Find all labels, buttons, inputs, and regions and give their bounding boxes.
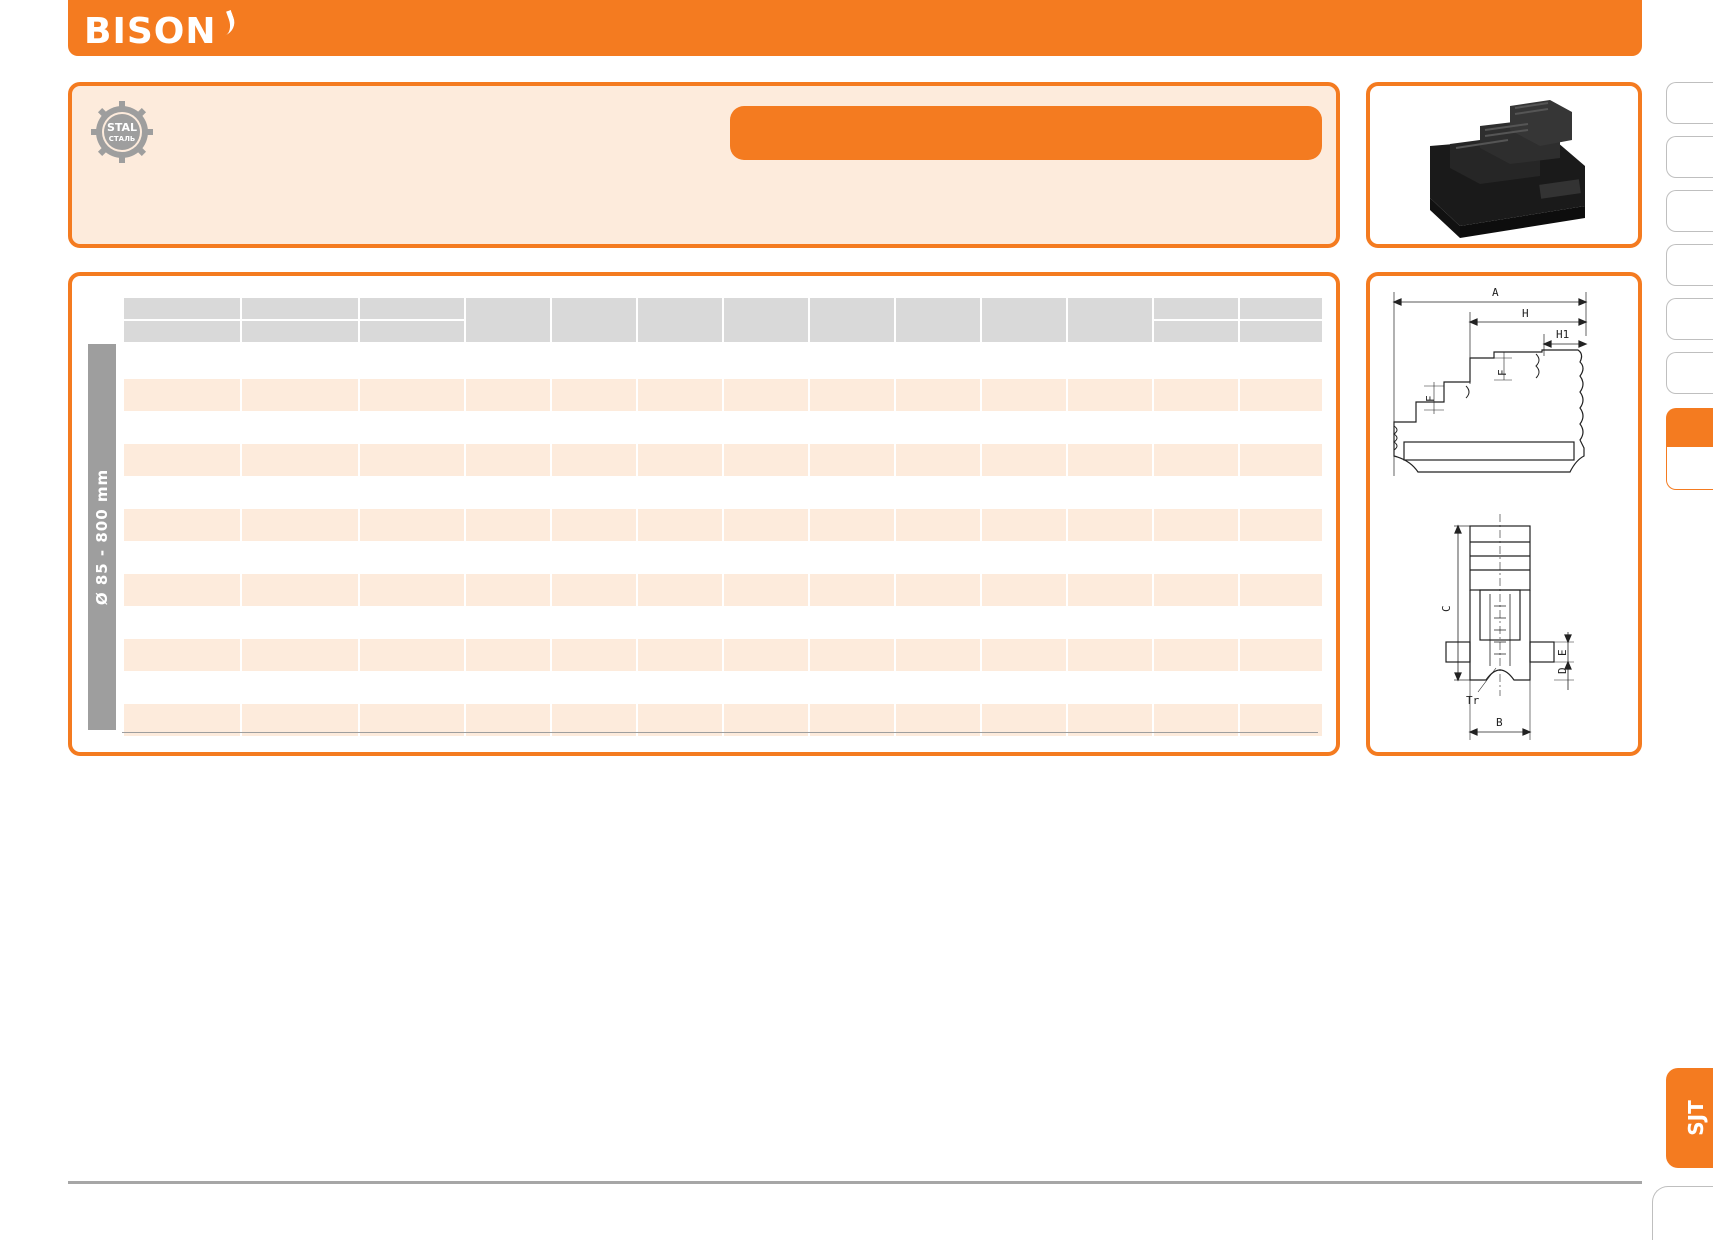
dim-b: B	[1496, 716, 1503, 729]
table-row	[124, 411, 1322, 444]
gear-icon: STAL СТАЛЬ	[91, 101, 153, 163]
table-row	[124, 346, 1322, 379]
table-row	[124, 606, 1322, 639]
side-tab-active[interactable]	[1666, 408, 1713, 490]
data-table	[122, 298, 1322, 736]
table-row	[124, 638, 1322, 671]
info-panel: STAL СТАЛЬ	[68, 82, 1340, 248]
page-corner-tab	[1652, 1186, 1713, 1240]
side-tab-1[interactable]	[1666, 82, 1713, 124]
table-bottom-rule	[122, 732, 1318, 733]
dim-c: C	[1440, 605, 1453, 612]
section-tab-sjt[interactable]: SJT	[1666, 1068, 1713, 1168]
dim-d: D	[1556, 667, 1569, 674]
header-bar	[68, 0, 1642, 56]
dim-f-lower: F	[1424, 395, 1437, 402]
table-row	[124, 378, 1322, 411]
dim-h: H	[1522, 307, 1529, 320]
table-row	[124, 476, 1322, 509]
side-tab-5[interactable]	[1666, 298, 1713, 340]
technical-drawing-panel: A H H1 F F	[1366, 272, 1642, 756]
jaw-image	[1430, 100, 1585, 238]
dim-f-upper: F	[1496, 369, 1509, 376]
table-row	[124, 671, 1322, 704]
badge-line1: STAL	[107, 121, 137, 134]
technical-drawing: A H H1 F F	[1392, 286, 1588, 740]
horn-icon	[215, 9, 238, 37]
dim-tr: Tr	[1466, 694, 1480, 707]
side-tab-2[interactable]	[1666, 136, 1713, 178]
dim-e: E	[1556, 649, 1569, 656]
product-image-panel	[1366, 82, 1642, 248]
dim-h1: H1	[1556, 328, 1569, 341]
side-tab-3[interactable]	[1666, 190, 1713, 232]
table-row	[124, 573, 1322, 606]
badge-line2: СТАЛЬ	[109, 135, 135, 143]
title-pill	[730, 106, 1322, 160]
front-view: C E D Tr B	[1440, 514, 1574, 740]
table-row	[124, 443, 1322, 476]
data-table-panel: Ø 85 - 800 mm	[68, 272, 1340, 756]
table-row	[124, 541, 1322, 574]
side-view: A H H1 F F	[1392, 286, 1588, 476]
dim-a: A	[1492, 286, 1499, 299]
bison-logo: BISON	[84, 9, 238, 52]
table-header-row-2	[124, 321, 1322, 344]
side-tab-4[interactable]	[1666, 244, 1713, 286]
table-row	[124, 703, 1322, 736]
diameter-range-label: Ø 85 - 800 mm	[88, 344, 116, 730]
table-header-row-1	[124, 298, 1322, 344]
side-tab-6[interactable]	[1666, 352, 1713, 394]
table-row	[124, 508, 1322, 541]
table-body	[122, 346, 1324, 736]
footer-rule	[68, 1181, 1642, 1184]
